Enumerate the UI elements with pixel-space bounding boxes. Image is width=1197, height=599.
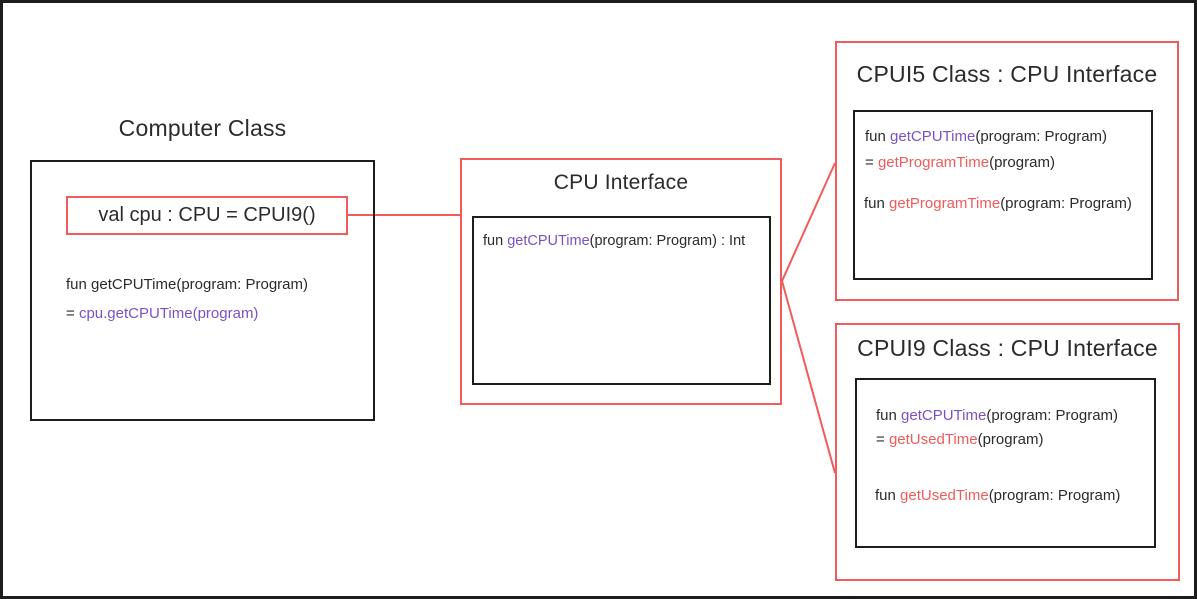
cpu-interface-code-line: fun getCPUTime(program: Program) : Int bbox=[483, 233, 746, 249]
computer-class-box bbox=[30, 160, 375, 421]
cpui9-class-title: CPUI9 Class : CPU Interface bbox=[857, 335, 1158, 361]
cpu-field-declaration: val cpu : CPU = CPUI9() bbox=[98, 204, 316, 226]
cpui5-class-title: CPUI5 Class : CPU Interface bbox=[856, 61, 1158, 87]
cpui5-class-box bbox=[835, 41, 1179, 301]
computer-class-code-line: fun getCPUTime(program: Program) bbox=[66, 276, 309, 293]
cpu-interface-box bbox=[460, 158, 782, 405]
cpu-interface-title: CPU Interface bbox=[553, 171, 689, 194]
cpui9-method-box bbox=[855, 378, 1156, 548]
cpu-interface-method-box bbox=[472, 216, 771, 385]
computer-class-code-line: = cpu.getCPUTime(program) bbox=[66, 305, 259, 322]
cpui9-code-line: fun getCPUTime(program: Program) bbox=[876, 407, 1119, 424]
connector-interface-to-cpui5 bbox=[781, 162, 836, 282]
cpu-field-box: val cpu : CPU = CPUI9() bbox=[66, 196, 348, 235]
cpui5-code-line: fun getCPUTime(program: Program) bbox=[865, 128, 1108, 145]
connector-interface-to-cpui9 bbox=[781, 280, 836, 474]
computer-class-title: Computer Class bbox=[118, 115, 287, 141]
cpui9-code-line: fun getUsedTime(program: Program) bbox=[875, 487, 1121, 504]
cpui5-method-box bbox=[853, 110, 1153, 280]
cpui5-code-line: = getProgramTime(program) bbox=[865, 154, 1055, 171]
cpui9-class-box bbox=[835, 323, 1180, 581]
cpui9-code-line: = getUsedTime(program) bbox=[876, 431, 1044, 448]
cpui5-code-line: fun getProgramTime(program: Program) bbox=[864, 195, 1132, 212]
